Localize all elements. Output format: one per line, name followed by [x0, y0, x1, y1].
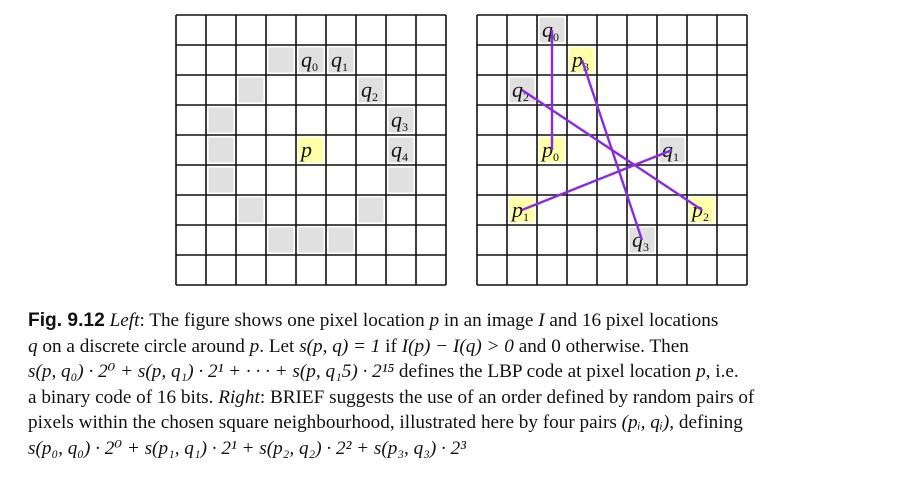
circle-pixel-cell: [268, 227, 294, 253]
pair-connection-line: [521, 148, 673, 212]
caption-text: Right: [218, 386, 260, 408]
caption-line: q on a discrete circle around p. Let s(p…: [28, 334, 890, 360]
lbp-circle-grid: p q0 q1 q2 q3 q4: [175, 14, 447, 286]
circle-pixel-cell: [208, 107, 234, 133]
center-pixel-label: p: [299, 137, 312, 162]
caption-text: p: [696, 361, 706, 382]
caption-line: s(p, q₀) · 2⁰ + s(p, q₁) · 2¹ + · · · + …: [28, 359, 890, 385]
circle-pixel-cell: [208, 167, 234, 193]
caption-text: q: [28, 335, 38, 357]
caption-line: s(p₀, q₀) · 2⁰ + s(p₁, q₁) · 2¹ + s(p₂, …: [28, 436, 890, 462]
circle-pixel-cell: [388, 107, 414, 133]
caption-text: and 0 otherwise. Then: [513, 335, 689, 357]
caption-text: . Let: [259, 335, 300, 357]
caption-text: : BRIEF suggests the use of an order def…: [259, 386, 755, 408]
circle-pixel-cell: [328, 47, 354, 73]
caption-line: a binary code of 16 bits. Right: BRIEF s…: [28, 385, 890, 411]
caption-text: , i.e.: [705, 361, 739, 382]
caption-text: s(p₀, q₀) · 2⁰ + s(p₁, q₁) · 2¹ + s(p₂, …: [28, 437, 466, 459]
caption-line: pixels within the chosen square neighbou…: [28, 410, 890, 436]
caption-text: p: [249, 335, 260, 357]
caption-text: I: [538, 310, 545, 331]
circle-pixel-label: q1: [331, 47, 348, 74]
circle-pixel-label: q0: [301, 47, 318, 74]
circle-pixel-cell: [328, 227, 354, 253]
pair-pixel-label: q2: [512, 77, 529, 104]
caption-text: : The figure shows one pixel location: [139, 310, 430, 331]
circle-pixel-cell: [298, 227, 324, 253]
circle-pixel-cell: [238, 197, 264, 223]
caption-text: p: [429, 310, 440, 331]
circle-pixel-cell: [358, 197, 384, 223]
caption-text: I(p) − I(q) > 0: [401, 335, 514, 357]
caption-text: (pᵢ, qᵢ): [621, 412, 670, 433]
caption-line: Fig. 9.12 Left: The figure shows one pix…: [28, 308, 890, 334]
pair-pixel-label: q1: [662, 137, 679, 164]
pair-pixel-label: p0: [540, 137, 559, 164]
figure-label: Fig. 9.12: [28, 310, 105, 331]
circle-pixel-label: q2: [361, 77, 378, 104]
circle-pixel-cell: [268, 47, 294, 73]
caption-text: on a discrete circle around: [37, 335, 250, 357]
pair-connection-line: [580, 59, 644, 241]
circle-pixel-cell: [388, 137, 414, 163]
figure-caption: Fig. 9.12 Left: The figure shows one pix…: [28, 308, 890, 461]
pair-pixel-label: q3: [632, 227, 649, 254]
circle-pixel-cell: [238, 77, 264, 103]
circle-pixel-cell: [208, 137, 234, 163]
caption-text: and 16 pixel locations: [544, 310, 719, 331]
caption-text: , defining: [669, 412, 743, 433]
pair-pixel-label: p3: [570, 47, 589, 74]
caption-text: s(p, q₀) · 2⁰ + s(p, q₁) · 2¹ + · · · + …: [28, 361, 395, 382]
caption-text: pixels within the chosen square neighbou…: [28, 412, 622, 433]
caption-text: s(p, q) = 1: [299, 335, 381, 357]
circle-pixel-cell: [388, 167, 414, 193]
caption-text: a binary code of 16 bits.: [28, 386, 219, 408]
pair-pixel-label: p1: [510, 197, 529, 224]
circle-pixel-label: q4: [391, 137, 408, 164]
center-pixel-cell: [298, 137, 324, 163]
pair-pixel-label: q0: [542, 17, 559, 44]
circle-pixel-cell: [298, 47, 324, 73]
caption-text: Left: [109, 310, 140, 331]
caption-text: if: [380, 335, 402, 357]
circle-pixel-label: q3: [391, 107, 408, 134]
caption-text: in an image: [439, 310, 539, 331]
caption-text: defines the LBP code at pixel location: [394, 361, 697, 382]
circle-pixel-cell: [358, 77, 384, 103]
